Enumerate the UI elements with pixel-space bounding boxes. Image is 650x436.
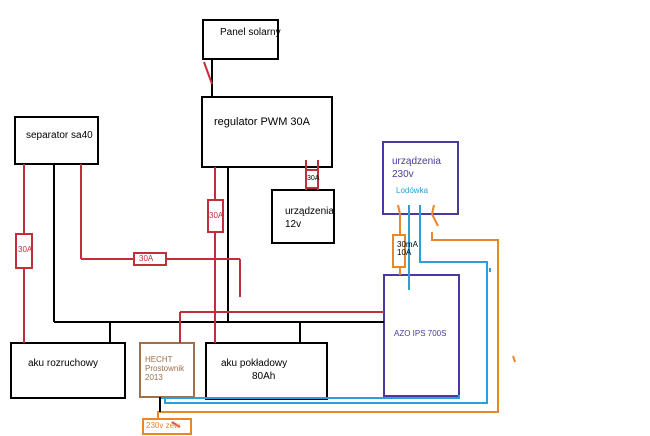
regulator-box (201, 96, 333, 168)
red-wires (23, 61, 384, 343)
zew-label: 230v zew (146, 421, 180, 430)
fuse-separator-label: 30A (18, 245, 33, 254)
fuse-regulator-label: 30A (209, 211, 224, 220)
panel-box (202, 19, 279, 60)
hecht-line1: HECHT (145, 355, 173, 364)
urz12-label: urządzenia 12v (285, 206, 334, 231)
black-wires (53, 59, 384, 343)
hecht-label: HECHT Prostownik 2013 (145, 355, 185, 382)
urz12-line1: urządzenia (285, 206, 334, 217)
fuse-urz12-label: 30A (307, 175, 320, 182)
separator-label: separator sa40 (26, 130, 93, 141)
urz230-line1: urządzenia (392, 156, 441, 167)
aku-rozruchowy-label: aku rozruchowy (28, 358, 99, 369)
pink-mark (171, 421, 181, 428)
orange-wires (157, 204, 516, 419)
urz12-line2: 12v (285, 218, 302, 230)
zew-box (142, 418, 192, 435)
fuse-rcd-line1: 30mA (397, 240, 418, 249)
fuse-middle-label: 30A (139, 254, 154, 263)
urz230-line2: 230v (392, 168, 414, 180)
panel-label: Panel solarny (220, 27, 281, 38)
blue-wires (160, 205, 491, 404)
urz230-label: urządzenia 230v (392, 156, 441, 181)
hecht-line2: Prostownik (145, 363, 185, 373)
fuse-symbols (15, 169, 319, 269)
regulator-label: regulator PWM 30A (214, 116, 310, 128)
azo-label: AZO IPS 700S (394, 329, 447, 338)
aku-pokladowy-label: aku pokładowy 80Ah (221, 358, 287, 383)
fuse-rcd-line2: 10A (397, 248, 412, 258)
separator-box (14, 116, 99, 165)
urz12-box (271, 189, 335, 244)
urz230-sub: Lodówka (396, 186, 429, 195)
hecht-line3: 2013 (145, 372, 163, 382)
aku-pokladowy-line2: 80Ah (252, 370, 276, 382)
aku-rozruchowy-box (10, 342, 126, 399)
fuse-rcd-label: 30mA 10A (397, 240, 418, 258)
aku-pokladowy-line1: aku pokładowy (221, 358, 288, 369)
azo-box (383, 274, 460, 397)
